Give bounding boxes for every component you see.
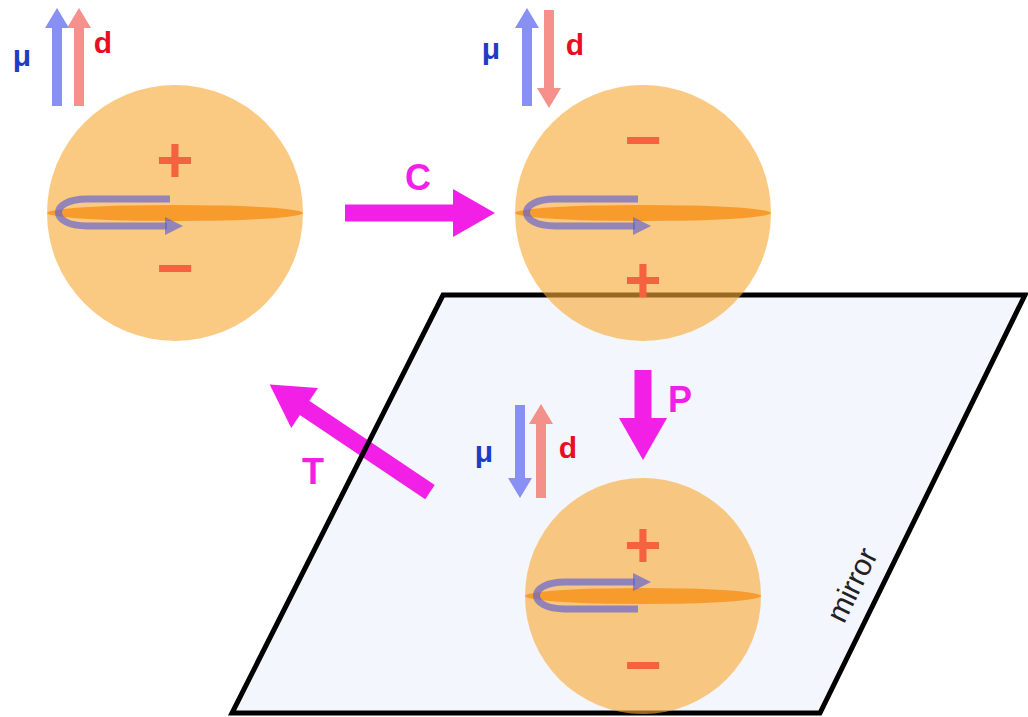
arrow-shaft (536, 422, 546, 498)
magnetic-moment-arrow (515, 8, 539, 106)
sphere-equator (525, 588, 761, 604)
spin-arrow-head (165, 217, 183, 235)
mirror-plane: +−mirror (232, 293, 1027, 715)
spin-arrow-head (633, 217, 651, 235)
moment-symbol: d (559, 433, 577, 463)
arrow-head (453, 189, 495, 237)
moment-symbol: d (566, 30, 584, 60)
mirror-border (232, 295, 1025, 713)
charge-sign: − (156, 236, 193, 300)
sphere-body (525, 478, 761, 714)
operation-label: P (668, 382, 692, 418)
mirror-plane-fill (232, 295, 1025, 713)
charge-sign: + (624, 248, 661, 312)
arrow-shaft (544, 10, 554, 90)
arrow-head (508, 478, 532, 498)
arrow-head (45, 8, 69, 28)
spin-arrow (59, 199, 171, 226)
dipole-moment-arrow (537, 10, 561, 108)
transformation-arrow (619, 370, 667, 460)
charge-sign: + (156, 128, 193, 192)
particle-sphere: +− (525, 478, 761, 714)
arrow-shaft (52, 26, 62, 106)
dipole-moment-arrow (67, 8, 91, 106)
particle-sphere: +− (47, 85, 303, 341)
arrow-shaft (515, 405, 525, 480)
magnetic-moment-arrow (45, 8, 69, 106)
magnetic-moment-arrow (508, 405, 532, 498)
moment-symbol: d (94, 28, 112, 58)
moment-symbol: μ (13, 41, 31, 71)
transformation-arrow (345, 189, 495, 237)
dipole-moment-arrow (529, 404, 553, 498)
charge-sign: + (624, 513, 661, 577)
mirror-label: mirror (821, 543, 882, 627)
arrow-shaft (345, 205, 454, 222)
arrow-head (537, 88, 561, 108)
charge-sign: − (624, 633, 661, 697)
arrow-head (529, 404, 553, 424)
arrow-shaft (635, 370, 652, 419)
sphere-body (515, 85, 771, 341)
sphere-equator (47, 205, 303, 221)
moment-symbol: μ (475, 437, 493, 467)
arrow-head (619, 418, 667, 460)
arrow-head (67, 8, 91, 28)
operation-label: T (302, 454, 324, 490)
moment-symbol: μ (482, 34, 500, 64)
sphere-body (47, 85, 303, 341)
arrow-head (270, 385, 318, 428)
operation-label: C (405, 160, 431, 196)
arrow-shaft (74, 26, 84, 106)
particle-sphere: −+ (515, 85, 771, 341)
arrow-head (515, 8, 539, 28)
arrow-shaft (522, 26, 532, 106)
charge-sign: − (624, 108, 661, 172)
sphere-equator (515, 205, 771, 221)
spin-arrow (527, 199, 639, 226)
sphere-shape (47, 85, 303, 341)
spin-arrow (537, 582, 639, 609)
